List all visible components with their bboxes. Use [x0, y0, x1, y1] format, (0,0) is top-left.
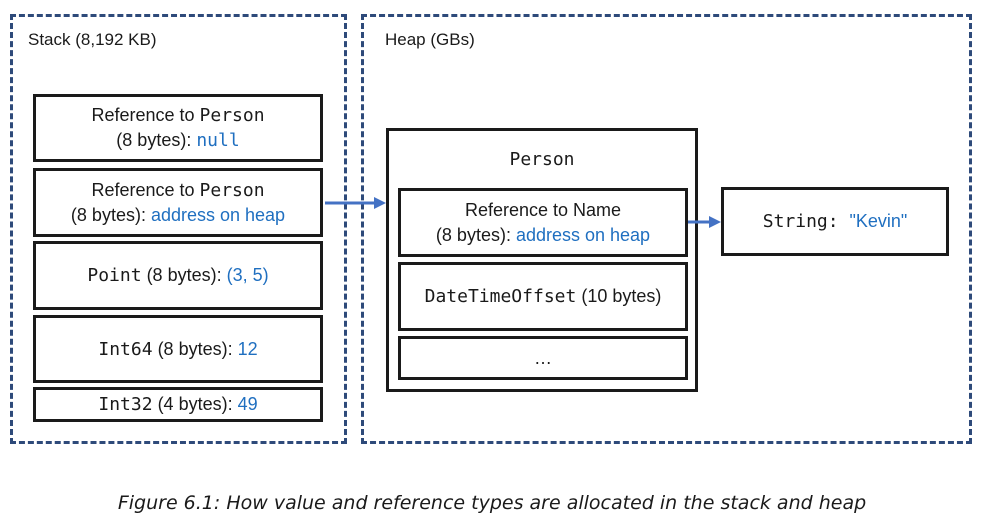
- string-sep: :: [827, 211, 850, 232]
- slot-type: Int32: [98, 394, 153, 415]
- heap-region: [361, 14, 972, 444]
- field-line: DateTimeOffset (10 bytes): [425, 284, 662, 309]
- slot-size: (8 bytes):: [141, 265, 227, 285]
- field-prefix: Reference to: [464, 199, 574, 220]
- field-size: (10 bytes): [576, 286, 662, 306]
- stack-region: [10, 14, 347, 444]
- slot-line: Int64 (8 bytes): 12: [98, 337, 257, 362]
- slot-size: (8 bytes):: [70, 204, 151, 225]
- stack-title: Stack (8,192 KB): [28, 30, 157, 49]
- stack-slot-point: Point (8 bytes): (3, 5): [33, 241, 323, 310]
- slot-type: Point: [87, 265, 142, 286]
- slot-type: Int64: [98, 338, 153, 360]
- slot-value: 12: [237, 338, 258, 359]
- slot-line-2: (8 bytes): null: [116, 128, 239, 153]
- slot-size: (4 bytes):: [152, 394, 238, 414]
- slot-value: null: [196, 130, 240, 151]
- slot-line-1: Reference to Person: [91, 178, 264, 203]
- slot-prefix: Reference to: [91, 105, 200, 125]
- slot-line: Int32 (4 bytes): 49: [98, 392, 257, 417]
- heap-title: Heap (GBs): [385, 30, 475, 49]
- slot-size: (8 bytes):: [152, 338, 238, 359]
- ellipsis-text: …: [534, 347, 552, 368]
- stack-slot-person-ref-null: Reference to Person (8 bytes): null: [33, 94, 323, 162]
- person-field-ellipsis: …: [398, 336, 688, 380]
- string-line: String: "Kevin": [763, 209, 908, 234]
- slot-size: (8 bytes):: [116, 130, 197, 150]
- stack-slot-person-ref-heap: Reference to Person (8 bytes): address o…: [33, 168, 323, 237]
- slot-line: Point (8 bytes): (3, 5): [87, 263, 268, 288]
- field-size: (8 bytes):: [435, 224, 516, 245]
- field-line-1: Reference to Name: [465, 198, 621, 223]
- slot-value: (3, 5): [226, 265, 269, 285]
- person-object-title: Person: [509, 149, 575, 170]
- person-field-name-ref: Reference to Name (8 bytes): address on …: [398, 188, 688, 257]
- person-field-datetimeoffset: DateTimeOffset (10 bytes): [398, 262, 688, 331]
- slot-type: Person: [199, 105, 265, 126]
- stack-slot-int32: Int32 (4 bytes): 49: [33, 387, 323, 422]
- field-type: DateTimeOffset: [424, 286, 577, 307]
- field-value: address on heap: [515, 224, 651, 245]
- slot-value: address on heap: [150, 204, 286, 225]
- slot-prefix: Reference to: [91, 179, 200, 200]
- stack-slot-int64: Int64 (8 bytes): 12: [33, 315, 323, 383]
- field-line-2: (8 bytes): address on heap: [436, 223, 650, 248]
- slot-type: Person: [199, 179, 265, 201]
- slot-line-1: Reference to Person: [91, 103, 264, 128]
- field-type: Name: [573, 199, 622, 220]
- slot-line-2: (8 bytes): address on heap: [71, 203, 285, 228]
- figure-caption: Figure 6.1: How value and reference type…: [117, 492, 867, 514]
- string-value: "Kevin": [849, 211, 908, 231]
- string-type: String: [762, 211, 828, 232]
- slot-value: 49: [237, 394, 258, 414]
- heap-string-object: String: "Kevin": [721, 187, 949, 256]
